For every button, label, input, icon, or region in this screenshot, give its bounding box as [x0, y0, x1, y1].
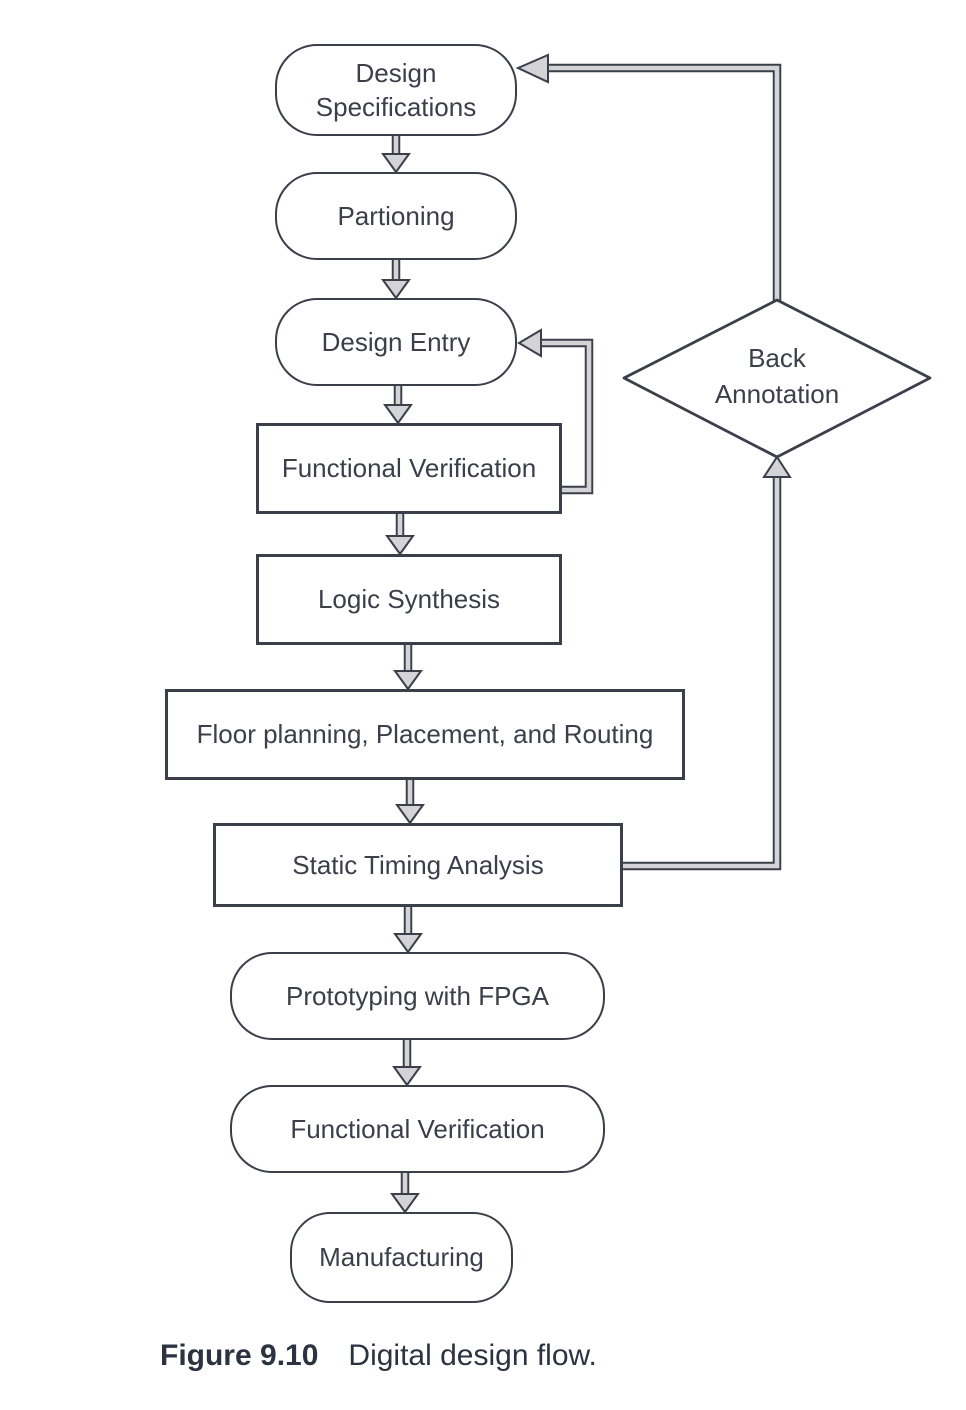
- node-design-specifications: Design Specifications: [275, 44, 517, 136]
- arrow-down-prototyping-to-verification2: [392, 1040, 422, 1087]
- arrow-down-logic-synthesis-to-floorplanning: [393, 645, 423, 691]
- node-functional-verification-1: Functional Verification: [256, 423, 562, 514]
- feedback-arrow-back-annotation-to-specs: [515, 53, 782, 301]
- arrowhead-into-back-annotation: [762, 455, 792, 478]
- arrow-down-specs-to-partioning: [381, 136, 411, 174]
- node-floor-planning: Floor planning, Placement, and Routing: [165, 689, 685, 780]
- figure-caption: Figure 9.10 Digital design flow.: [160, 1339, 597, 1373]
- arrow-down-floorplanning-to-sta: [395, 780, 425, 825]
- feedback-arrow-verification-to-design-entry: [517, 328, 594, 495]
- figure-caption-text: Digital design flow.: [348, 1339, 597, 1372]
- arrow-down-design-entry-to-verification: [383, 386, 413, 425]
- node-static-timing-analysis: Static Timing Analysis: [213, 823, 623, 907]
- arrow-down-verification-to-logic-synthesis: [385, 514, 415, 556]
- node-manufacturing: Manufacturing: [290, 1212, 513, 1303]
- arrow-down-partioning-to-design-entry: [381, 260, 411, 300]
- node-logic-synthesis: Logic Synthesis: [256, 554, 562, 645]
- node-design-entry: Design Entry: [275, 298, 517, 386]
- node-prototyping-with-fpga: Prototyping with FPGA: [230, 952, 605, 1040]
- node-partioning: Partioning: [275, 172, 517, 260]
- feedback-arrow-sta-to-back-annotation: [623, 477, 782, 871]
- arrow-down-sta-to-prototyping: [393, 907, 423, 954]
- figure-caption-number: Figure 9.10: [160, 1339, 319, 1372]
- arrow-down-verification2-to-manufacturing: [390, 1173, 420, 1214]
- node-functional-verification-2: Functional Verification: [230, 1085, 605, 1173]
- node-back-annotation-label: Back Annotation: [714, 343, 840, 409]
